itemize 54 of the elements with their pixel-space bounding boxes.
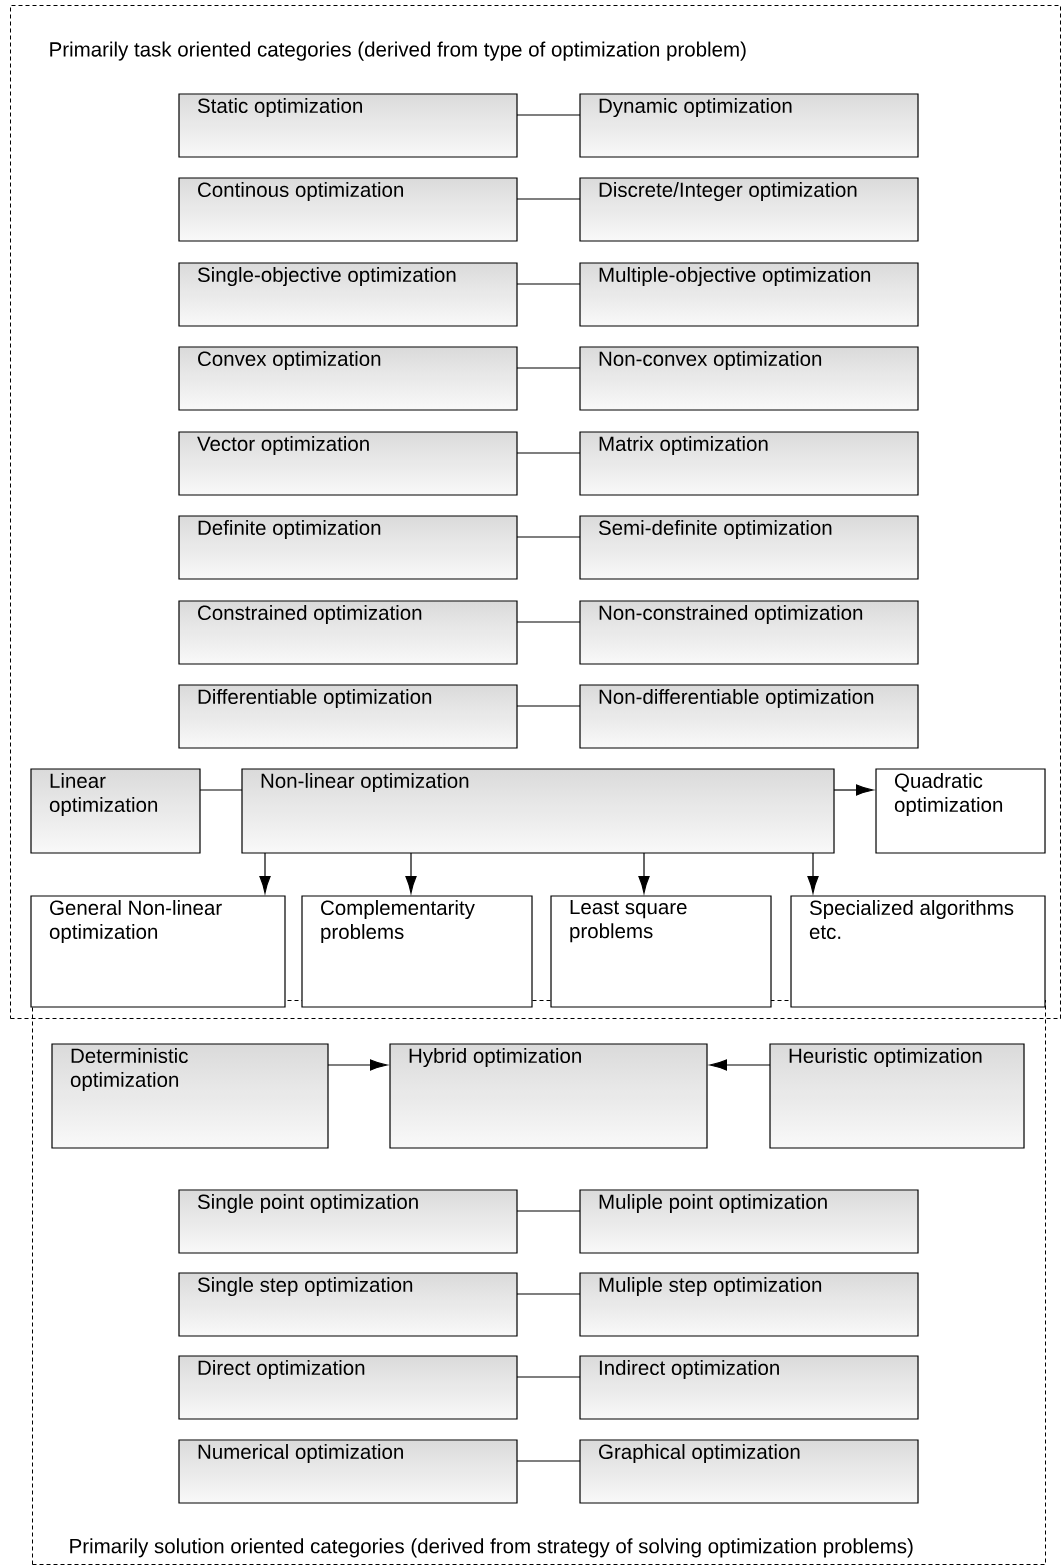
arrow	[807, 852, 819, 894]
connector-line	[516, 367, 581, 369]
connector-line	[516, 705, 581, 707]
category-box: Convex optimization	[178, 346, 518, 411]
category-box: Muliple point optimization	[579, 1189, 919, 1254]
category-box: Definite optimization	[178, 515, 518, 580]
connector-line	[199, 789, 243, 791]
connector-line	[516, 198, 581, 200]
category-box: Indirect optimization	[579, 1355, 919, 1420]
arrow	[833, 784, 874, 796]
category-box: Linear optimization	[30, 768, 201, 854]
category-box: Semi-definite optimization	[579, 515, 919, 580]
category-box: Vector optimization	[178, 431, 518, 496]
category-box: Graphical optimization	[579, 1439, 919, 1504]
category-box: Non-differentiable optimization	[579, 684, 919, 749]
connector-line	[516, 1293, 581, 1295]
category-box: Non-constrained optimization	[579, 600, 919, 665]
category-box: Multiple-objective optimization	[579, 262, 919, 327]
category-box: Muliple step optimization	[579, 1272, 919, 1337]
connector-line	[516, 1460, 581, 1462]
arrow	[638, 852, 650, 894]
category-box: Differentiable optimization	[178, 684, 518, 749]
arrow	[259, 852, 271, 894]
category-box: Quadratic optimization	[875, 768, 1046, 854]
category-box: Single point optimization	[178, 1189, 518, 1254]
category-box: Specialized algorithms etc.	[790, 895, 1046, 1008]
category-box: Dynamic optimization	[579, 93, 919, 158]
category-box: General Non-linear optimization	[30, 895, 286, 1008]
connector-line	[516, 1376, 581, 1378]
connector-line	[516, 283, 581, 285]
category-box: Non-linear optimization	[241, 768, 835, 854]
category-box: Matrix optimization	[579, 431, 919, 496]
category-box: Single-objective optimization	[178, 262, 518, 327]
category-box: Constrained optimization	[178, 600, 518, 665]
connector-line	[516, 114, 581, 116]
arrow	[709, 1059, 771, 1071]
category-box: Non-convex optimization	[579, 346, 919, 411]
category-box: Continous optimization	[178, 177, 518, 242]
arrow	[405, 852, 417, 894]
category-box: Least square problems	[550, 895, 772, 1008]
category-box: Direct optimization	[178, 1355, 518, 1420]
category-box: Complementarity problems	[301, 895, 533, 1008]
category-box: Single step optimization	[178, 1272, 518, 1337]
category-box: Heuristic optimization	[769, 1043, 1025, 1149]
category-box: Static optimization	[178, 93, 518, 158]
category-box: Deterministic optimization	[51, 1043, 329, 1149]
connector-line	[516, 621, 581, 623]
category-box: Numerical optimization	[178, 1439, 518, 1504]
connector-line	[516, 452, 581, 454]
connector-line	[516, 536, 581, 538]
connector-line	[516, 1210, 581, 1212]
category-box: Hybrid optimization	[389, 1043, 708, 1149]
category-box: Discrete/Integer optimization	[579, 177, 919, 242]
arrow	[327, 1059, 388, 1071]
